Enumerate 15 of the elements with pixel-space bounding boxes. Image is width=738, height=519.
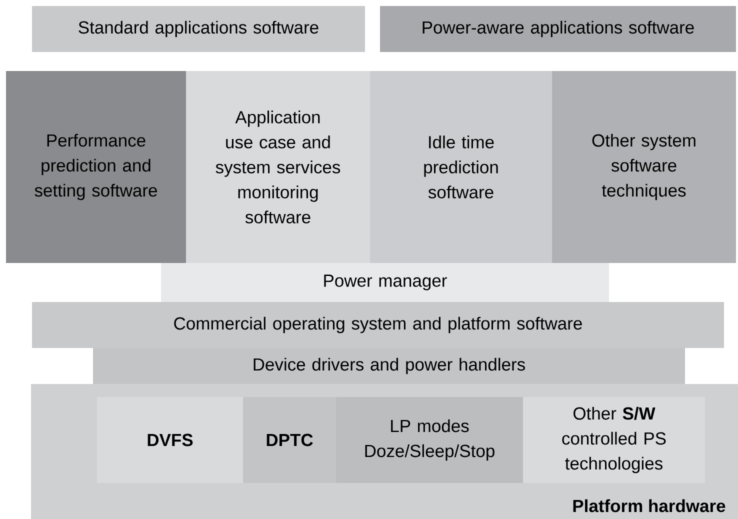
layer-box: Power manager (161, 263, 609, 302)
module-box: Application use case and system services monitoring software (186, 71, 370, 263)
technology-box: DPTC (243, 397, 336, 483)
technology-box: Other S/W controlled PS technologies (523, 397, 705, 483)
layer-box: Standard applications software (32, 6, 365, 52)
layer-box: Power-aware applications software (380, 6, 736, 52)
node-label: Device drivers and power handlers (254, 358, 525, 374)
node-label: Commercial operating system and platform software (174, 316, 582, 334)
technology-box: DVFS (97, 397, 243, 483)
module-box: Idle time prediction software (370, 71, 552, 263)
technology-box: LP modes Doze/Sleep/Stop (336, 397, 523, 483)
module-box: Other system software techniques (552, 71, 736, 263)
layer-box: Device drivers and power handlers (93, 348, 685, 384)
layer-box: Commercial operating system and platform software (32, 302, 724, 348)
module-box: Performance prediction and setting software (6, 71, 186, 263)
